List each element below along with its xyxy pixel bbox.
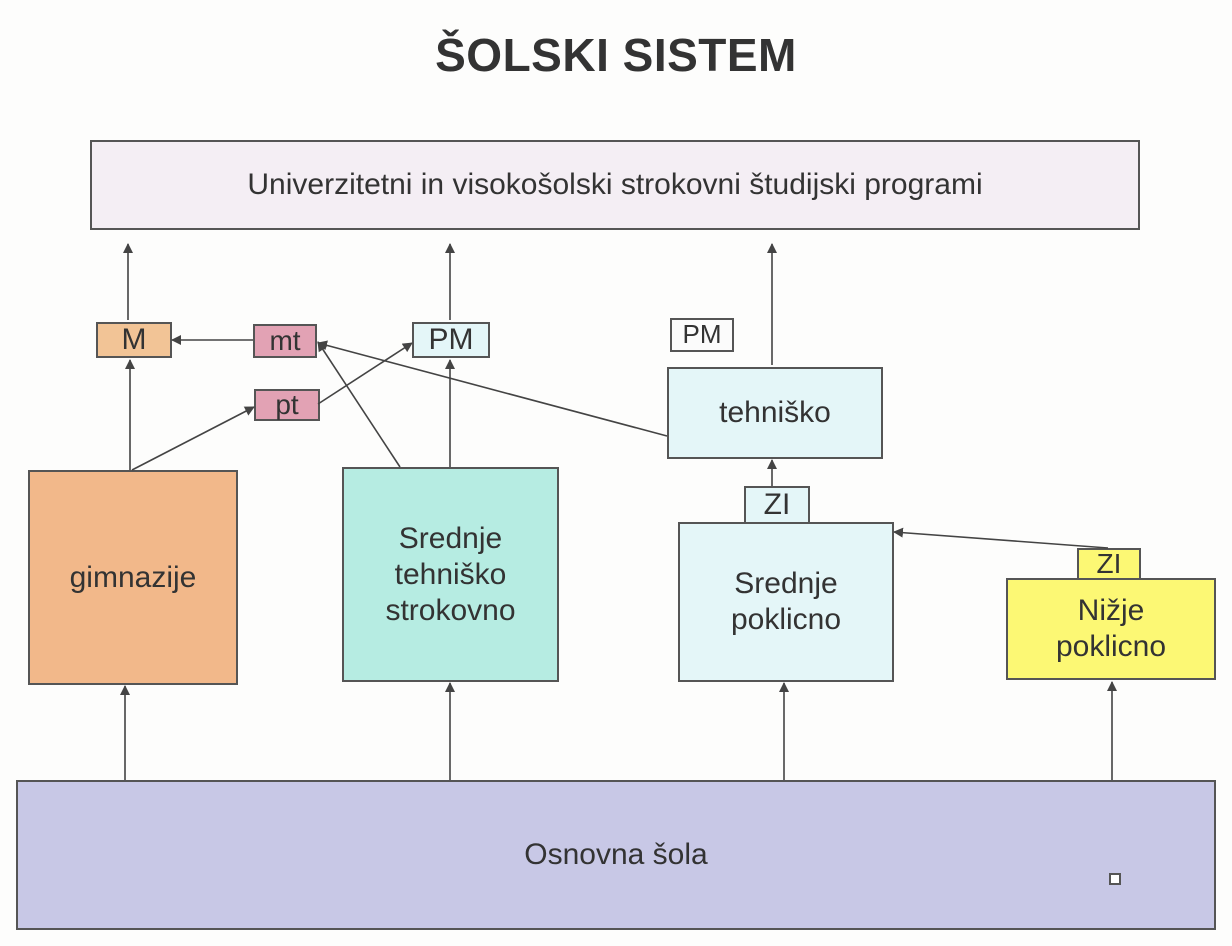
zi-right-label: ZI	[1096, 548, 1122, 580]
mt-label: mt	[269, 325, 301, 357]
zi-box-right: ZI	[1077, 548, 1141, 580]
university-programs-label: Univerzitetni in visokošolski strokovni …	[247, 168, 983, 201]
gimnazije-box: gimnazije	[28, 470, 238, 685]
matura-label: M	[121, 323, 147, 356]
nizje-poklicno-label: Nižje poklicno	[1055, 594, 1167, 663]
pm-center-label: PM	[428, 323, 474, 356]
arrow-pt-to-pm	[317, 342, 413, 405]
university-programs-box: Univerzitetni in visokošolski strokovni …	[90, 140, 1140, 230]
tehnisko-label: tehniško	[719, 396, 831, 429]
page-title: ŠOLSKI SISTEM	[435, 29, 797, 81]
arrow-tehnisko-to-mt	[317, 340, 668, 437]
mt-box: mt	[253, 324, 317, 358]
small-square-marker	[1109, 873, 1121, 885]
srednje-tehnisko-label: Srednje tehniško strokovno	[385, 521, 516, 627]
srednje-poklicno-label: Srednje poklicno	[730, 567, 842, 636]
arrow-srednje-tehnisko-to-mt	[317, 341, 401, 468]
zi-box-center: ZI	[744, 486, 810, 524]
pm-right-label: PM	[682, 319, 722, 350]
nizje-poklicno-box: Nižje poklicno	[1006, 578, 1216, 680]
srednje-tehnisko-box: Srednje tehniško strokovno	[342, 467, 559, 682]
pm-box-right: PM	[670, 318, 734, 352]
tehnisko-box: tehniško	[667, 367, 883, 459]
arrow-gimnazije-to-pt	[131, 406, 255, 471]
osnovna-sola-box: Osnovna šola	[16, 780, 1216, 930]
zi-center-label: ZI	[763, 488, 791, 521]
pm-box-center: PM	[412, 322, 490, 358]
arrow-nizje-to-srednje-poklicno	[893, 527, 1109, 549]
osnovna-sola-label: Osnovna šola	[524, 838, 708, 871]
gimnazije-label: gimnazije	[69, 560, 197, 594]
srednje-poklicno-box: Srednje poklicno	[678, 522, 894, 682]
pt-label: pt	[275, 389, 299, 421]
pt-box: pt	[254, 389, 320, 421]
